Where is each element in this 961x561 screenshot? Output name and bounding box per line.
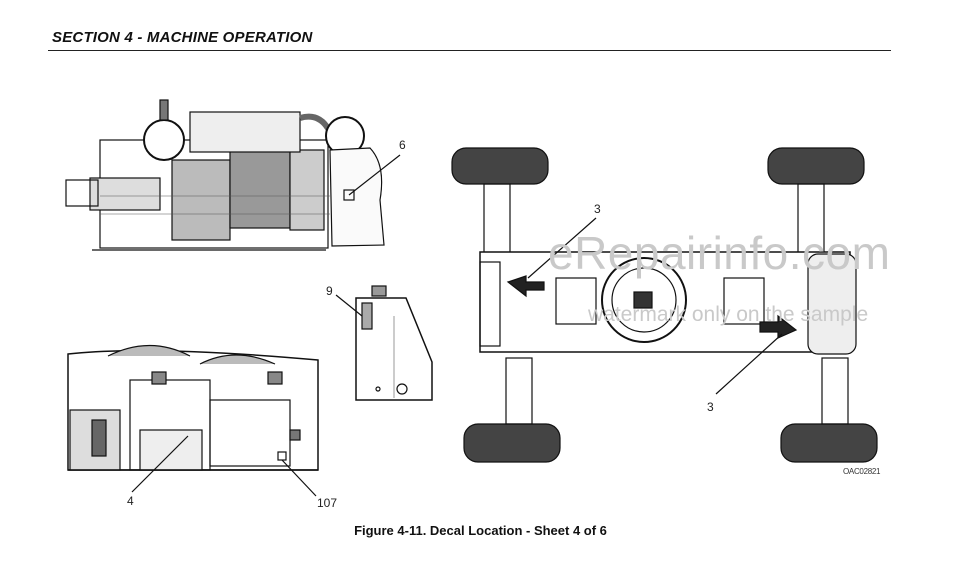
chassis-side-view xyxy=(67,344,319,471)
callout-9: 9 xyxy=(326,284,333,298)
leader-3-top xyxy=(527,217,597,279)
leader-3-bottom xyxy=(715,333,783,395)
tank-view xyxy=(355,285,433,401)
leader-9 xyxy=(335,294,363,317)
callout-4: 4 xyxy=(127,494,134,508)
callout-3-top: 3 xyxy=(594,202,601,216)
leader-6 xyxy=(348,154,401,196)
callout-3-bottom: 3 xyxy=(707,400,714,414)
header-rule xyxy=(48,50,891,51)
drawing-code: OAC02821 xyxy=(843,467,881,476)
watermark-sub: watermark only on the sample xyxy=(588,303,869,326)
figure-caption: Figure 4-11. Decal Location - Sheet 4 of… xyxy=(354,523,607,538)
engine-assembly-view xyxy=(65,99,385,251)
leader-4 xyxy=(131,435,189,493)
watermark-main: eRepairinfo.com xyxy=(548,227,891,279)
leader-107 xyxy=(281,459,317,497)
section-title: SECTION 4 - MACHINE OPERATION xyxy=(52,29,313,46)
callout-6: 6 xyxy=(399,138,406,152)
chassis-top-view xyxy=(451,147,878,463)
callout-107: 107 xyxy=(317,496,338,510)
